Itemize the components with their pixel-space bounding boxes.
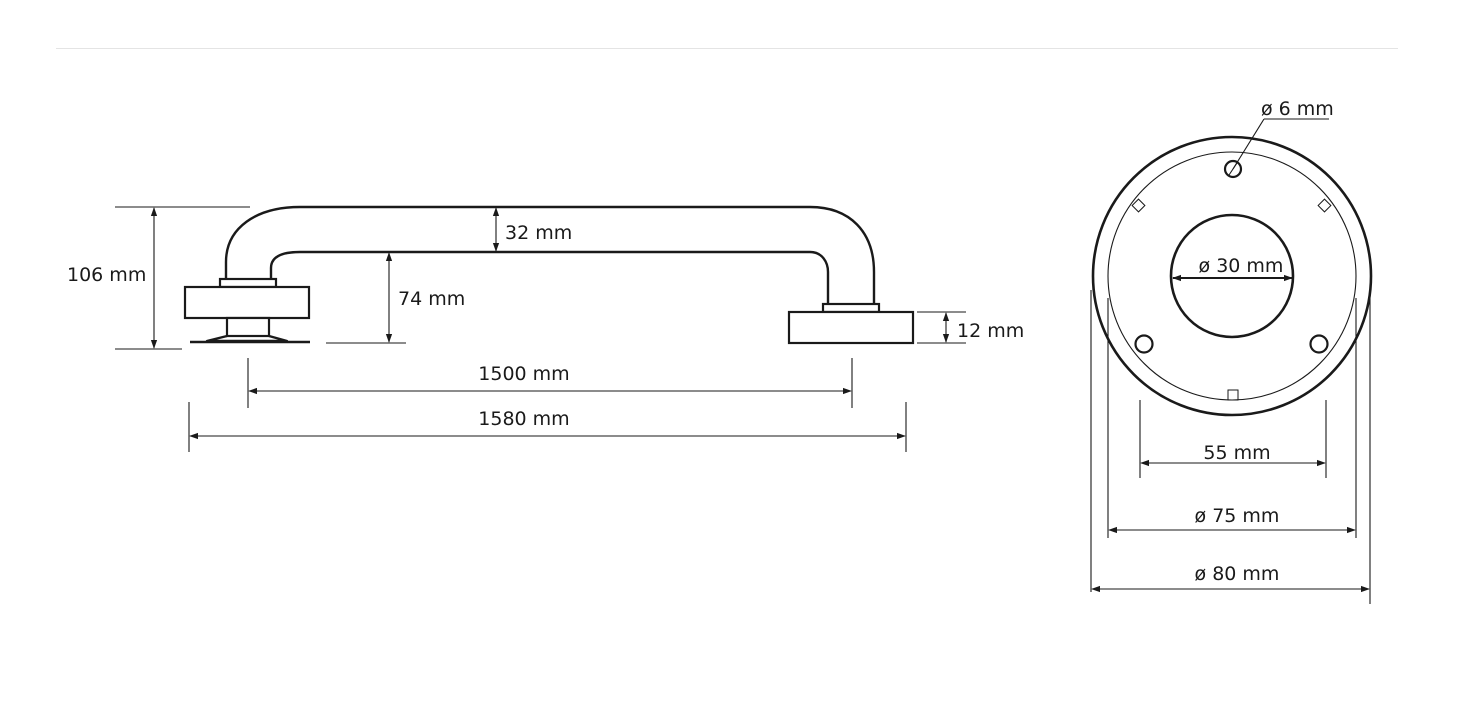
side-view: 106 mm 32 mm 74 mm 12 mm 1500 mm 1580 mm <box>67 205 1024 452</box>
label-tube-diameter: 32 mm <box>505 222 572 244</box>
label-base-thickness: 12 mm <box>957 320 1024 342</box>
label-tube-opening: ø 30 mm <box>1199 255 1284 277</box>
bar-outer-edge <box>224 205 876 304</box>
right-screw-hole <box>1309 334 1329 354</box>
label-outer-ring: ø 80 mm <box>1195 563 1280 585</box>
label-hole-spacing: 55 mm <box>1203 442 1270 464</box>
label-inner-height: 74 mm <box>398 288 465 310</box>
label-center-distance: 1500 mm <box>478 363 569 385</box>
label-inner-ring: ø 75 mm <box>1195 505 1280 527</box>
label-overall-length: 1580 mm <box>478 408 569 430</box>
top-divider <box>56 48 1398 49</box>
left-mount <box>183 277 311 344</box>
left-screw-hole <box>1134 334 1154 354</box>
right-mount <box>787 302 915 345</box>
bar-inner-edge <box>269 250 830 304</box>
label-screw-hole: ø 6 mm <box>1261 98 1334 120</box>
label-height-total: 106 mm <box>67 264 146 286</box>
outer-rosette-circle <box>1091 135 1373 417</box>
tube-opening-circle <box>1169 213 1295 339</box>
front-view: ø 6 mm ø 30 mm 55 mm ø 75 mm ø 80 mm <box>1090 98 1373 604</box>
